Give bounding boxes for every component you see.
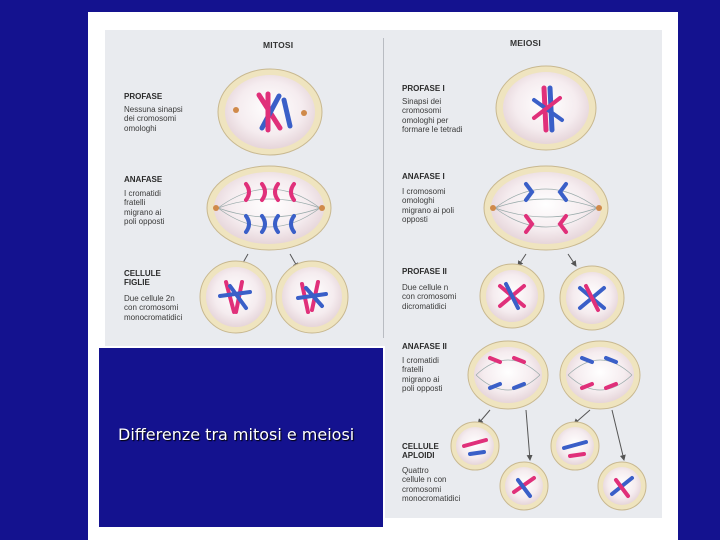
meiosis-anaphase2-cell-right [559, 340, 641, 410]
meiosis-prophase1-title: PROFASE I [402, 84, 445, 93]
mitosis-daughter-cell-left [199, 260, 273, 334]
meiosis-anaphase1-title: ANAFASE I [402, 172, 445, 181]
mitosis-anaphase-cell [206, 165, 332, 251]
column-divider [383, 38, 384, 338]
mitosis-anaphase-title: ANAFASE [124, 175, 163, 184]
haploid-cell-1 [450, 421, 500, 471]
meiosis-header: MEIOSI [510, 38, 541, 48]
mitosis-header: MITOSI [263, 40, 294, 50]
meiosis-anaphase2-cell-left [467, 340, 549, 410]
mitosis-daughter-cell-right [275, 260, 349, 334]
meiosis-prophase2-cell-left [479, 263, 545, 329]
meiosis-prophase2-title: PROFASE II [402, 267, 447, 276]
meiosis-prophase2-cell-right [559, 265, 625, 331]
slide-caption: Differenze tra mitosi e meiosi [118, 425, 355, 444]
meiosis-prophase1-cell [495, 65, 597, 151]
caption-box [99, 346, 385, 527]
meiosis-anaphase2-title: ANAFASE II [402, 342, 447, 351]
mitosis-prophase-title: PROFASE [124, 92, 163, 101]
haploid-cell-4 [597, 461, 647, 511]
haploid-cell-3 [550, 421, 600, 471]
meiosis-anaphase1-cell [483, 165, 609, 251]
haploid-cell-2 [499, 461, 549, 511]
mitosis-prophase-cell [217, 68, 323, 156]
